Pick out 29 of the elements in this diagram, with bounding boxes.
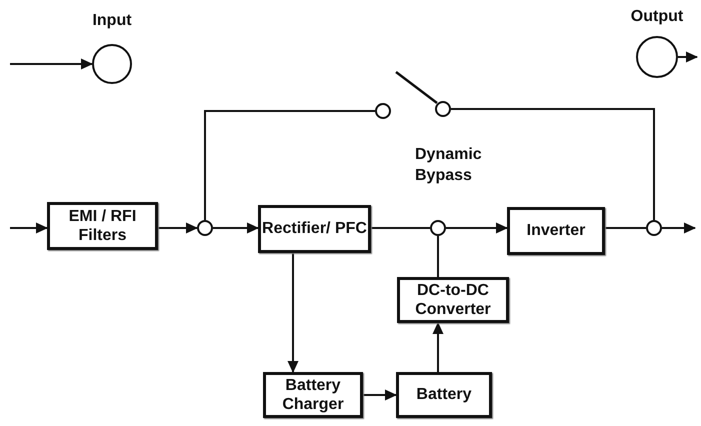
arrow [678,52,698,62]
switch-label: Dynamic Bypass [415,145,483,186]
connector-line [437,236,439,277]
arrow [213,222,259,234]
terminal-label: Output [630,8,684,26]
arrow [288,253,298,373]
arrow [158,222,198,234]
arrow [662,222,696,234]
process-box: Battery Charger [263,372,363,418]
junction-circle [197,220,213,236]
terminal-label: Input [91,12,133,30]
process-box: DC-to-DC Converter [397,277,509,323]
junction-circle [435,101,451,117]
arrow [10,58,93,70]
process-box: Inverter [507,207,605,255]
process-box: EMI / RFI Filters [47,202,158,250]
arrow [432,322,444,372]
connector-line [371,227,430,229]
junction-circle [375,103,391,119]
connector-line [204,110,375,220]
process-box: Rectifier/ PFC [258,205,371,253]
connector-line [605,227,646,229]
connector-line [451,108,655,220]
junction-circle [646,220,662,236]
junction-circle [430,220,446,236]
arrow [363,390,397,400]
arrow [10,222,48,234]
arrow [446,222,508,234]
process-box: Battery [396,372,492,418]
